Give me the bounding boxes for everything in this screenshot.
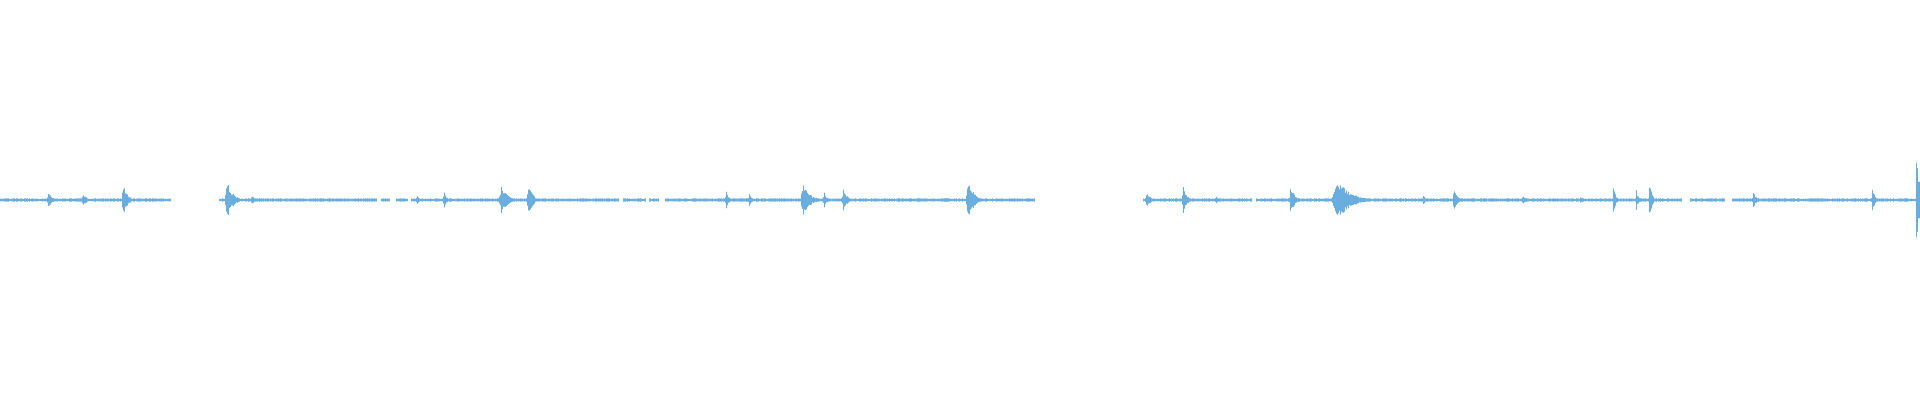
waveform-trace <box>0 162 1920 238</box>
waveform-samples <box>0 162 1920 238</box>
